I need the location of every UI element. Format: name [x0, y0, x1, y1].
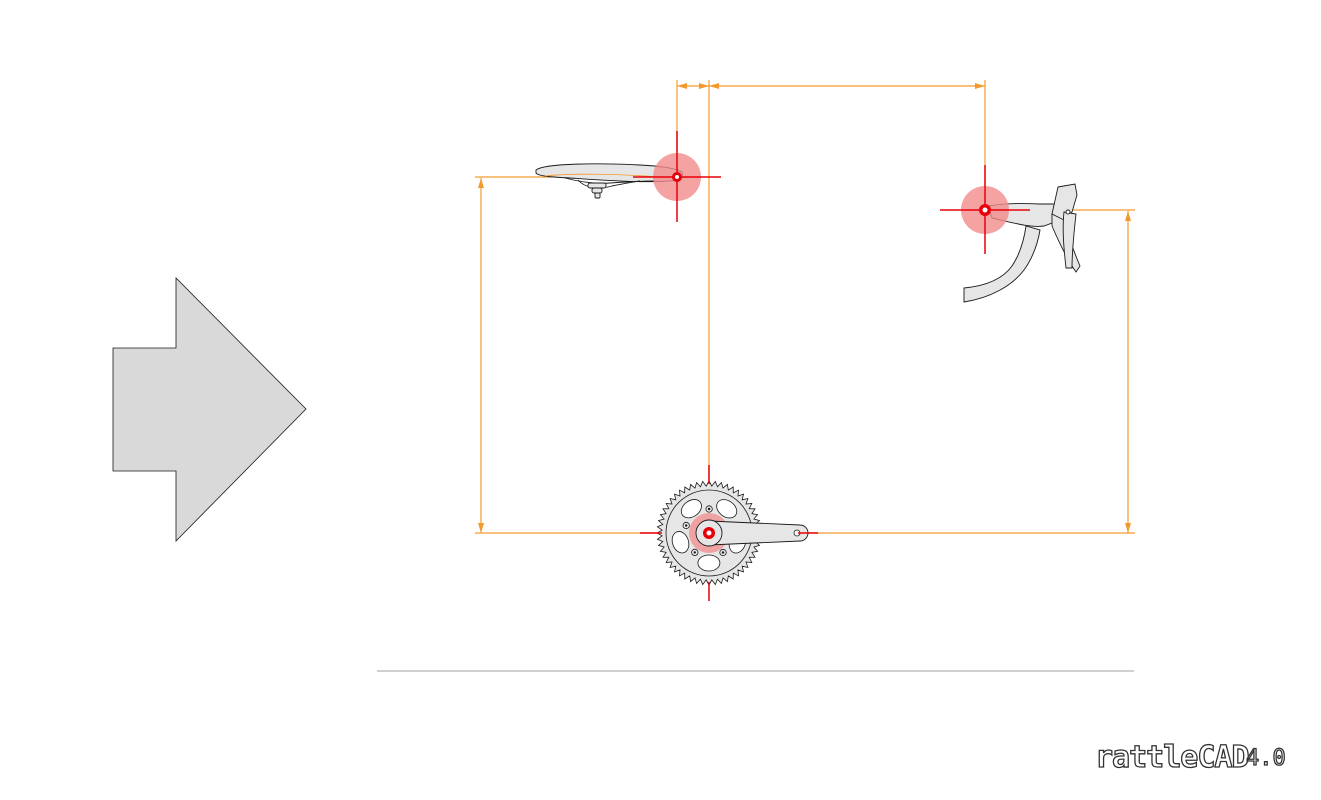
crank-arm — [708, 520, 809, 546]
dimension-arrowheads — [478, 83, 1131, 533]
dimension-lines — [475, 80, 1135, 534]
target-handlebar — [940, 165, 1030, 254]
crankset-icon — [656, 480, 809, 586]
target-bottom-bracket — [640, 465, 818, 601]
right-arrow-icon — [112, 277, 307, 542]
logo-version: 4.0 — [1246, 746, 1286, 771]
rattlecad-logo: rattleCAD 4.0 — [1094, 739, 1286, 775]
logo-brand: rattleCAD — [1095, 740, 1249, 775]
target-saddle — [633, 131, 721, 222]
